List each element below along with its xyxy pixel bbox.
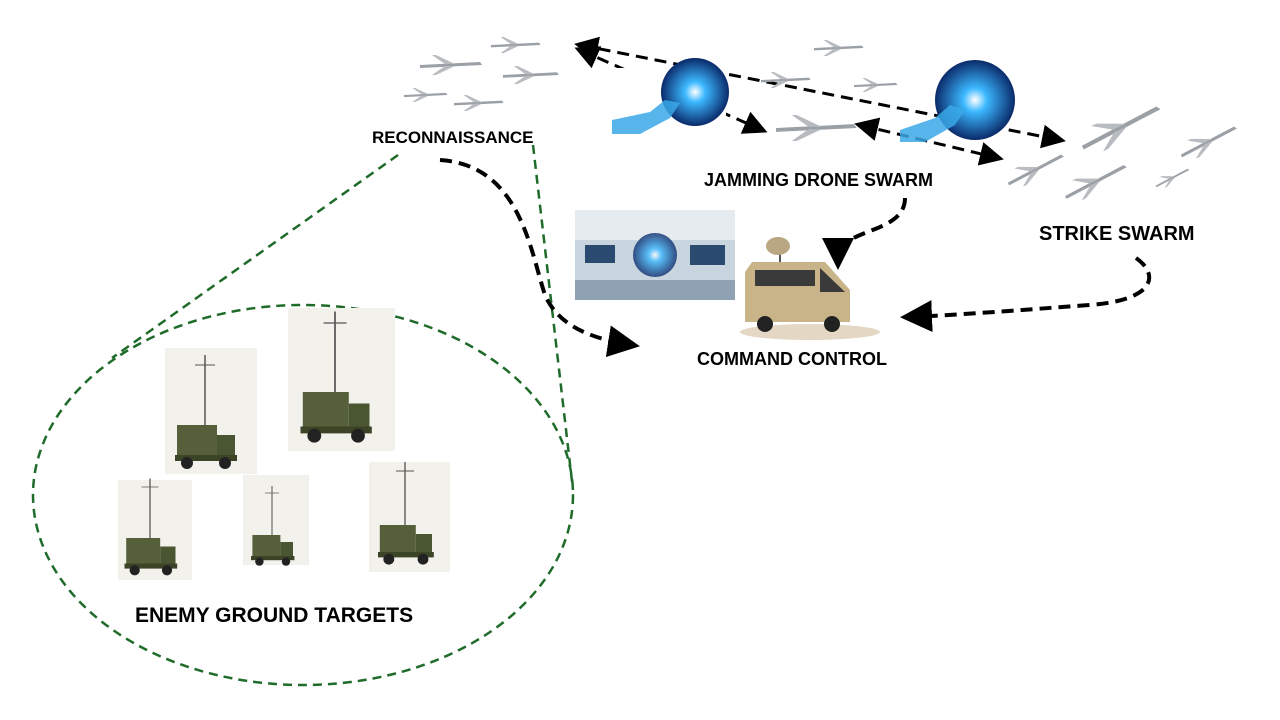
label-command-control: COMMAND CONTROL: [697, 349, 887, 369]
arrow-jamming-strike: [854, 117, 1004, 166]
enemy-vehicle-2: [288, 308, 395, 451]
recon-coverage-line-left: [111, 153, 399, 360]
arrow-recon-to-command: [439, 158, 640, 358]
enemy-zone-ellipse: [31, 303, 575, 687]
enemy-vehicle-4: [243, 475, 309, 567]
label-reconnaissance: RECONNAISSANCE: [372, 128, 534, 147]
recon-coverage-line-right: [531, 144, 575, 491]
label-enemy-ground-targets: ENEMY GROUND TARGETS: [135, 604, 414, 627]
ai-hand-icon-right: [900, 60, 1015, 142]
strike-drone-swarm-icon: [1003, 96, 1242, 206]
label-jamming-drone-swarm: JAMMING DRONE SWARM: [704, 170, 933, 190]
command-van-image: [740, 237, 880, 340]
ai-command-office-image: [575, 210, 735, 300]
enemy-vehicle-5: [369, 461, 450, 572]
arrow-jamming-to-command: [822, 197, 907, 270]
arrow-strike-to-command: [900, 256, 1152, 333]
label-strike-swarm: STRIKE SWARM: [1039, 223, 1195, 245]
ai-hand-icon-left: [608, 58, 729, 138]
recon-drone-swarm-icon: [404, 37, 559, 111]
enemy-vehicle-3: [118, 477, 192, 580]
jamming-drone-swarm-icon: [761, 40, 898, 141]
enemy-vehicle-1: [165, 348, 257, 474]
